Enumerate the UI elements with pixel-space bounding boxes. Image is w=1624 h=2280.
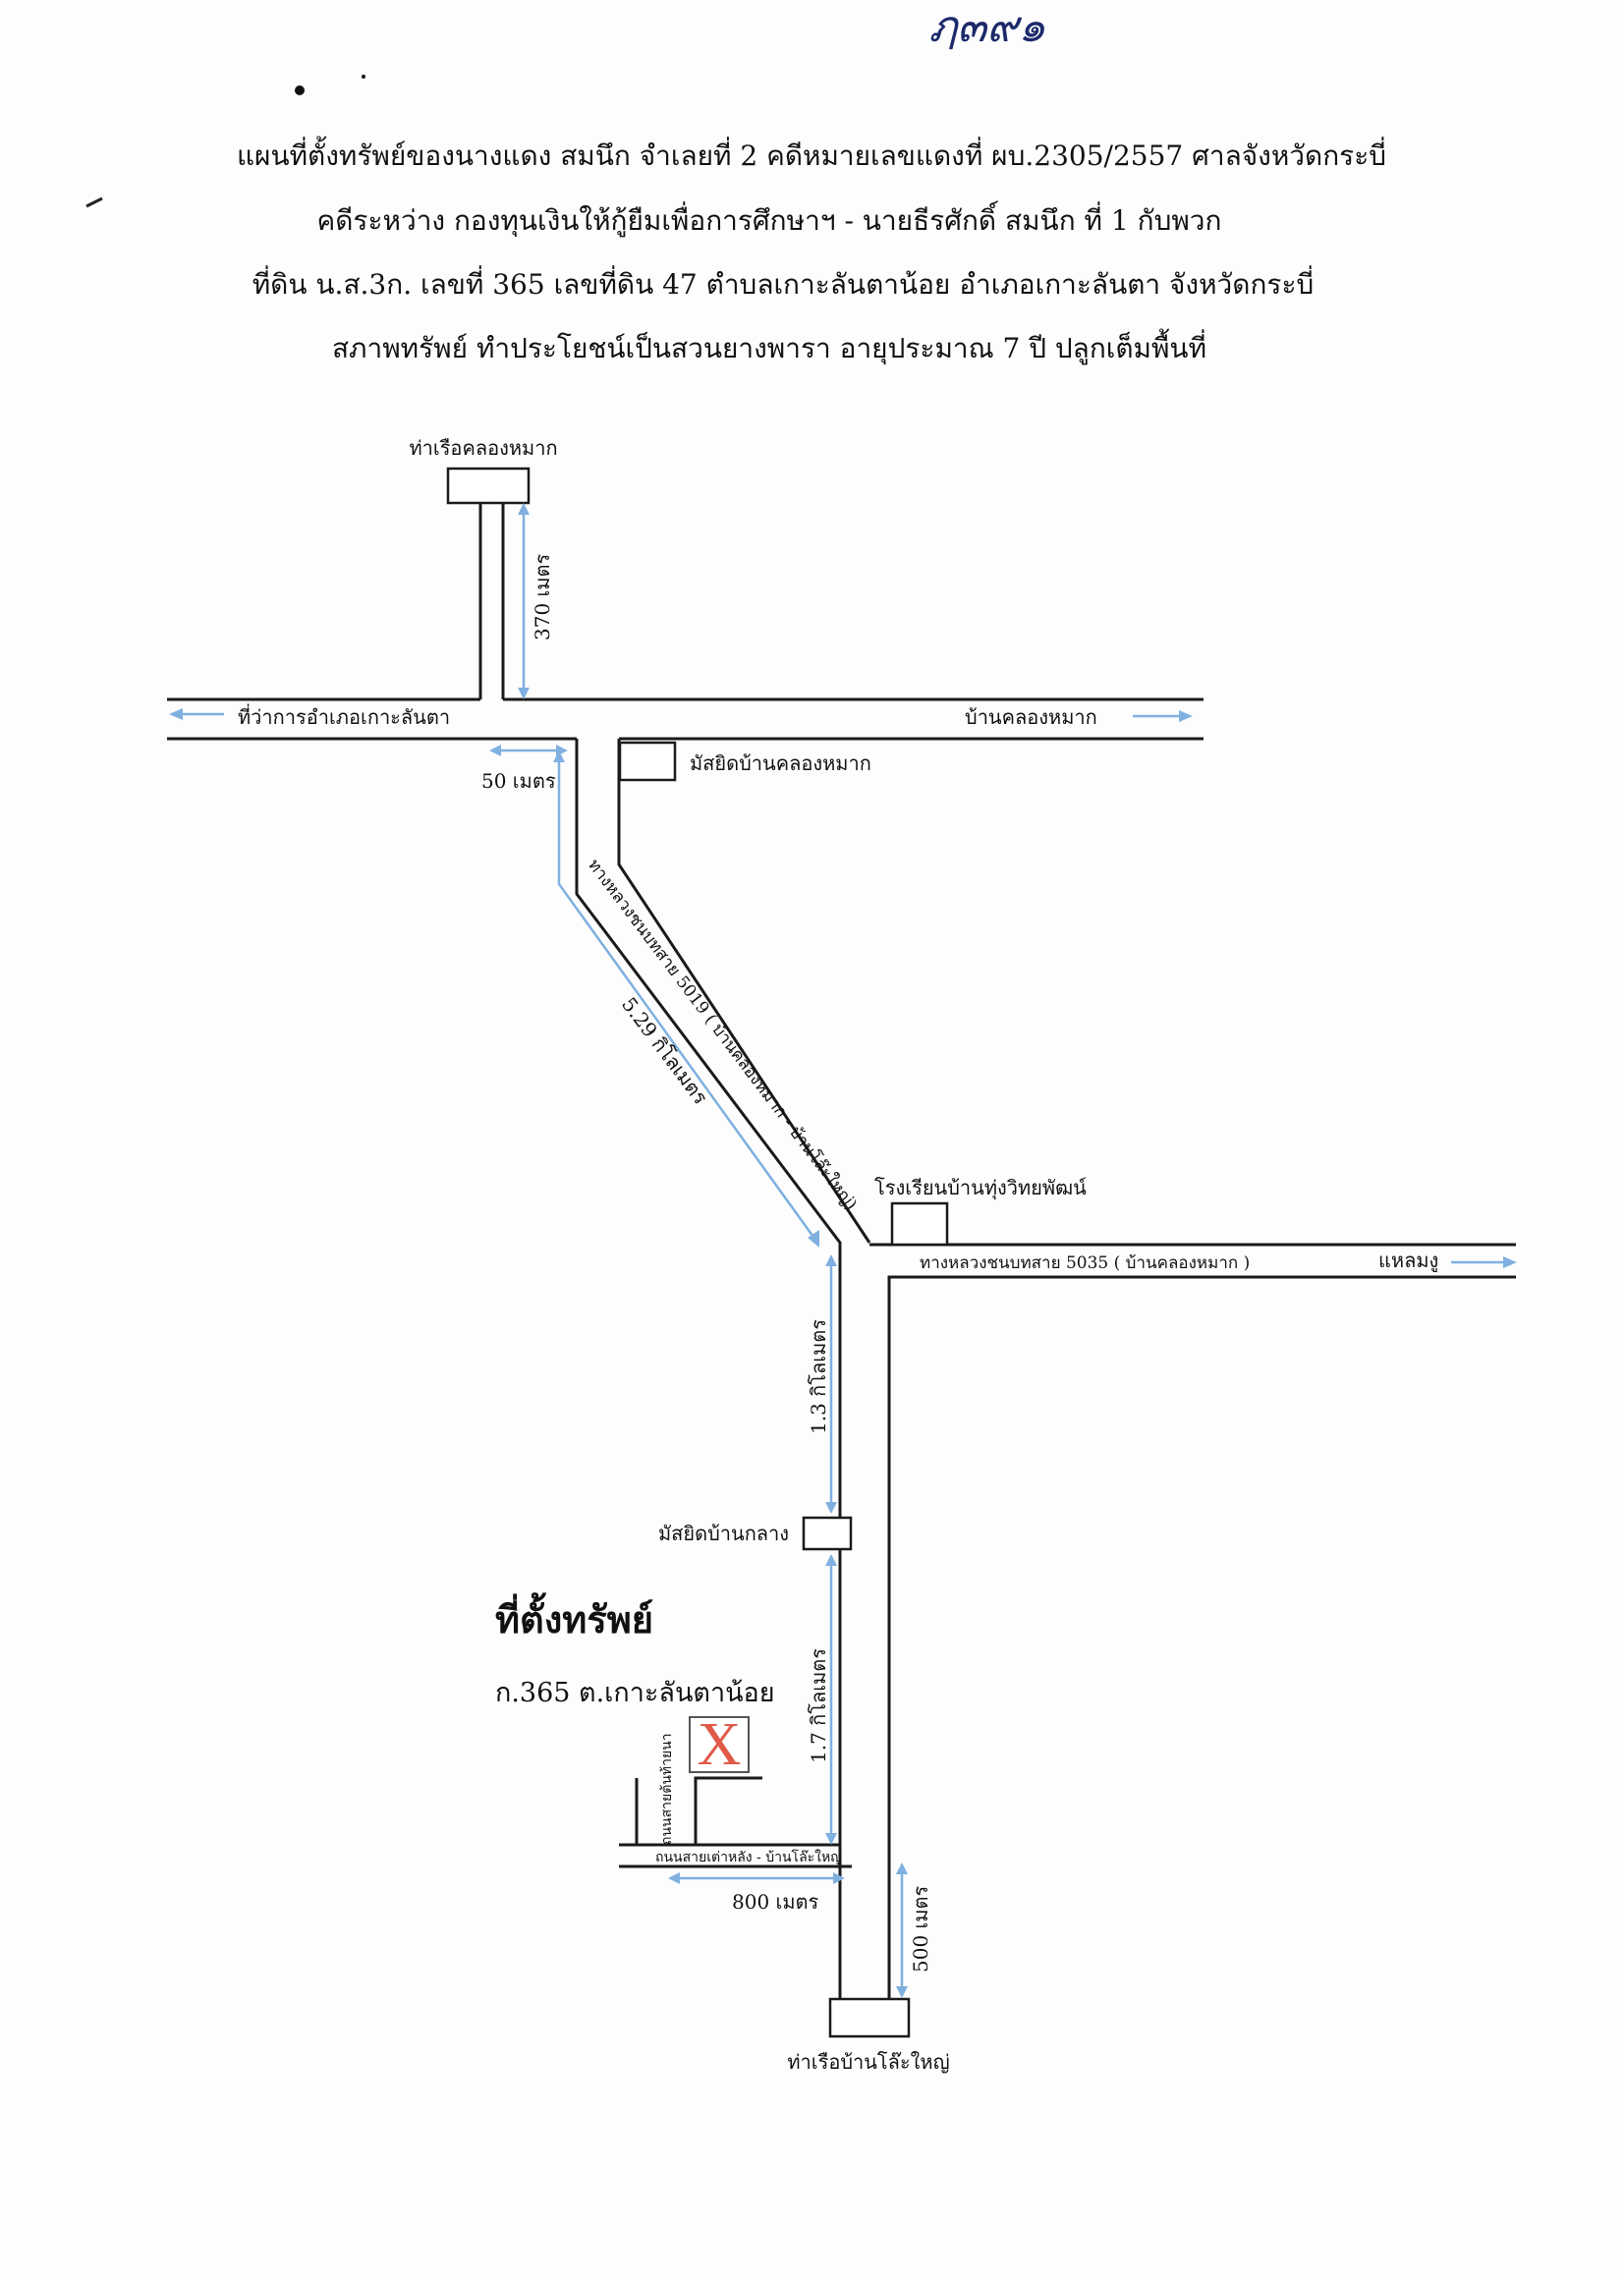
property-title: ที่ตั้งทรัพย์ bbox=[495, 1592, 653, 1641]
property-subtitle: ก.365 ต.เกาะลันตาน้อย bbox=[495, 1678, 775, 1708]
header-line-2: คดีระหว่าง กองทุนเงินให้กู้ยืมเพื่อการศึ… bbox=[317, 200, 1222, 238]
scan-speck bbox=[295, 85, 305, 95]
label-mosque-klang: มัสยิดบ้านกลาง bbox=[658, 1522, 789, 1545]
label-mosque-khlong-mak: มัสยิดบ้านคลองหมาก bbox=[690, 751, 871, 775]
header-line-1: แผนที่ตั้งทรัพย์ของนางแดง สมนึก จำเลยที่… bbox=[237, 136, 1386, 172]
arrow-head bbox=[825, 1554, 837, 1566]
dim-529-line bbox=[557, 758, 817, 1241]
label-800m: 800 เมตร bbox=[732, 1890, 819, 1914]
arrow-head bbox=[553, 751, 565, 762]
scan-mark bbox=[85, 196, 103, 208]
arrow-head bbox=[833, 1872, 845, 1884]
arrow-head bbox=[1179, 710, 1193, 722]
label-road-5019: ทางหลวงชนบทสาย 5019 ( บ้านคลองหมาก - บ้า… bbox=[584, 855, 862, 1214]
road-edge bbox=[694, 1776, 762, 1845]
arrow-head bbox=[825, 1254, 837, 1266]
label-road-tae-lang: ถนนสายเต่าหลัง - บ้านโล๊ะใหญ่ bbox=[655, 1849, 842, 1865]
road-network bbox=[167, 503, 1516, 1999]
arrow-head bbox=[808, 1230, 819, 1248]
road-edge bbox=[575, 739, 842, 1866]
dimension-lines bbox=[169, 503, 1517, 1998]
label-road-tonthai: ถนนสายต้นท้ายนา bbox=[659, 1733, 675, 1845]
arrow-head bbox=[1503, 1256, 1517, 1268]
header-line-3: ที่ดิน น.ส.3ก. เลขที่ 365 เลขที่ดิน 47 ต… bbox=[252, 265, 1315, 301]
arrow-head bbox=[896, 1986, 908, 1998]
label-13km: 1.3 กิโลเมตร bbox=[807, 1319, 830, 1434]
label-pier-lo-yai: ท่าเรือบ้านโล๊ะใหญ่ bbox=[787, 2050, 949, 2074]
label-school: โรงเรียนบ้านทุ่งวิทยพัฒน์ bbox=[874, 1176, 1087, 1200]
pier-khlong-mak-box bbox=[446, 467, 531, 505]
mosque-klang-box bbox=[802, 1516, 853, 1551]
label-17km: 1.7 กิโลเมตร bbox=[807, 1648, 830, 1763]
arrow-head bbox=[896, 1863, 908, 1874]
property-marker: X bbox=[698, 1711, 742, 1778]
road-edge bbox=[887, 1275, 1516, 1999]
school-box bbox=[890, 1201, 949, 1247]
arrow-head bbox=[518, 503, 530, 515]
arrow-head bbox=[668, 1872, 680, 1884]
label-370m: 370 เมตร bbox=[531, 553, 554, 640]
arrow-head bbox=[489, 745, 501, 756]
label-pier-khlong-mak: ท่าเรือคลองหมาก bbox=[409, 436, 557, 460]
header-line-4: สภาพทรัพย์ ทำประโยชน์เป็นสวนยางพารา อายุ… bbox=[332, 328, 1206, 365]
arrow-head bbox=[518, 688, 530, 699]
arrow-head bbox=[825, 1502, 837, 1514]
label-500m: 500 เมตร bbox=[909, 1885, 932, 1973]
label-district-office: ที่ว่าการอำเภอเกาะลันตา bbox=[238, 703, 450, 729]
arrow-head bbox=[825, 1833, 837, 1845]
label-laem-ngu: แหลมงู bbox=[1378, 1249, 1438, 1273]
scan-speck bbox=[362, 75, 365, 79]
property-marker-box bbox=[689, 1716, 750, 1773]
handwritten-number: ฦ๓๙๑ bbox=[928, 2, 1045, 52]
mosque-khlong-mak-box bbox=[618, 741, 677, 782]
pier-lo-yai-box bbox=[828, 1997, 911, 2038]
label-50m: 50 เมตร bbox=[481, 769, 556, 793]
label-road-5035: ทางหลวงชนบทสาย 5035 ( บ้านคลองหมาก ) bbox=[920, 1253, 1250, 1273]
label-ban-khlong-mak: บ้านคลองหมาก bbox=[965, 705, 1097, 729]
arrow-head bbox=[169, 708, 183, 720]
